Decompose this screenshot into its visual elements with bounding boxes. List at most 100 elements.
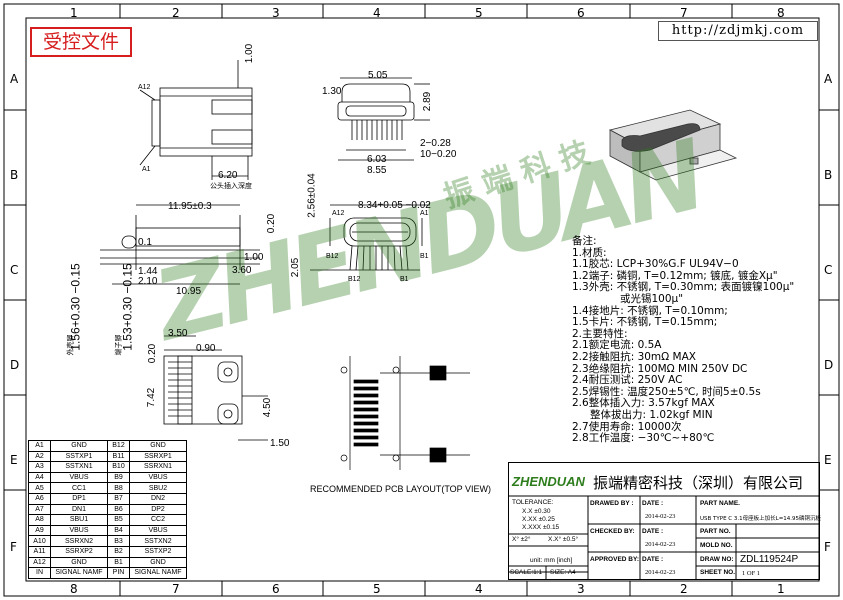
- zone-top-6: 6: [577, 6, 585, 20]
- dim-0-20-a: 0.20: [266, 213, 278, 234]
- pin-table-cell: A4: [28, 471, 51, 484]
- front-section: [310, 204, 430, 271]
- date2-value: 2014-02-23: [645, 541, 676, 548]
- zone-bottom-2: 2: [680, 582, 688, 596]
- pin-table-cell: A9: [28, 524, 51, 537]
- zone-top-8: 8: [777, 6, 785, 20]
- date3-value: 2014-02-23: [645, 569, 676, 576]
- tolerance-xxx: X.XXX ±0.15: [522, 524, 560, 531]
- label-b1-bottom: B1: [400, 276, 409, 283]
- tolerance-label: TOLERANCE:: [512, 499, 554, 506]
- zone-bottom-5: 5: [373, 582, 381, 596]
- date3-label: DATE :: [642, 556, 664, 563]
- note-line: 2.8工作温度: −30℃~+80℃: [572, 432, 715, 445]
- zone-top-3: 3: [272, 6, 280, 20]
- dim-2-10: 2.10: [138, 276, 158, 287]
- scale-label: SCALE:1:1: [510, 569, 543, 576]
- label-a12-top: A12: [138, 84, 151, 91]
- zone-left-e: E: [10, 453, 18, 467]
- mold-no-label: MOLD NO.: [700, 542, 733, 549]
- pin-table-cell: B8: [107, 482, 130, 494]
- zone-right-a: A: [824, 72, 833, 86]
- pin-table-cell: A1: [28, 440, 51, 452]
- dim-5-05: 5.05: [368, 70, 388, 81]
- dim-0-90: 0.90: [196, 343, 216, 354]
- zone-top-2: 2: [172, 6, 180, 20]
- sheet-no-value: 1 OF 1: [742, 570, 761, 577]
- dim-10-0-20: 10−0.20: [420, 149, 457, 160]
- label-terminal-leg: 端子脚: [114, 334, 123, 356]
- note-line: 2.1额定电流: 0.5A: [572, 339, 662, 352]
- label-a12-front: A12: [332, 210, 345, 217]
- pin-table-cell: VBUS: [50, 471, 108, 484]
- pin-table-cell: B11: [107, 450, 130, 463]
- pin-table-cell: IN: [28, 567, 51, 579]
- dim-4-50: 4.50: [262, 397, 274, 418]
- date1-label: DATE :: [642, 500, 664, 507]
- unit-label: unit: mm [inch]: [530, 557, 573, 564]
- dim-8-55: 8.55: [367, 165, 387, 176]
- pin-table-cell: DP1: [50, 492, 108, 505]
- zone-bottom-7: 7: [172, 582, 180, 596]
- dim-1-50: 1.50: [270, 438, 290, 449]
- pin-table-cell: PIN: [107, 567, 130, 579]
- pin-table-cell: SIGNAL NAMF: [129, 567, 187, 579]
- zone-top-4: 4: [373, 6, 381, 20]
- tolerance-x: X.X ±0.30: [522, 508, 551, 515]
- pin-table-cell: SBU1: [50, 514, 108, 526]
- dim-7-42: 7.42: [146, 387, 158, 408]
- note-line: 2.4耐压测试: 250V AC: [572, 374, 683, 387]
- date2-label: DATE :: [642, 528, 664, 535]
- draw-no-value: ZDL119524P: [740, 554, 799, 565]
- pcb-layout-label: RECOMMENDED PCB LAYOUT(TOP VIEW): [310, 484, 492, 494]
- zone-top-5: 5: [475, 6, 483, 20]
- controlled-document-stamp: 受控文件: [30, 27, 132, 57]
- zone-left-d: D: [10, 358, 20, 372]
- pin-table-cell: DN1: [50, 503, 108, 516]
- note-line: 2.主要特性:: [572, 327, 628, 340]
- label-shell-leg: 外壳脚: [66, 334, 75, 356]
- pin-table-cell: B10: [107, 461, 130, 473]
- dim-1-00: 1.00: [244, 43, 256, 64]
- zone-left-c: C: [10, 263, 19, 277]
- zone-right-c: C: [824, 263, 833, 277]
- pin-table-cell: SSTXN2: [129, 535, 187, 547]
- note-line: 1.3外壳: 不锈钢, T=0.30mm; 表面镀镍100μ": [572, 281, 795, 294]
- zone-top-7: 7: [680, 6, 688, 20]
- pin-table-cell: SSTXP1: [50, 450, 108, 463]
- website-url[interactable]: http://zdjmkj.com: [658, 21, 818, 41]
- pin-table-cell: A11: [28, 545, 51, 558]
- note-line: 1.1胶芯: LCP+30%G.F UL94V−0: [572, 258, 739, 271]
- zone-left-a: A: [10, 72, 19, 86]
- zone-bottom-4: 4: [475, 582, 483, 596]
- company-name: 振端精密科技（深圳）有限公司: [593, 474, 804, 492]
- dim-6-20: 6.20: [218, 170, 238, 181]
- bottom-view: [163, 335, 268, 441]
- pin-table-cell: SSRXN2: [50, 535, 108, 547]
- pin-table-cell: SSTXN1: [50, 461, 108, 473]
- pin-table-cell: SSRXP2: [50, 545, 108, 558]
- pin-table-cell: VBUS: [129, 524, 187, 537]
- note-line: 1.材质:: [572, 246, 607, 259]
- pin-table-cell: B5: [107, 514, 130, 526]
- note-line: 整体拔出力: 1.02kgf MIN: [590, 408, 713, 421]
- note-line: 2.5焊锡性: 温度250±5℃, 时间5±0.5s: [572, 385, 761, 398]
- part-no-label: PART NO.: [700, 528, 731, 535]
- date1-value: 2014-02-23: [645, 513, 676, 520]
- title-block-frame: [508, 462, 820, 580]
- tolerance-angle: X° ±2°: [512, 536, 531, 543]
- note-line: 2.2接触阻抗: 30mΩ MAX: [572, 350, 696, 363]
- pin-table-cell: SSTXP2: [129, 545, 187, 558]
- dim-3-50: 3.50: [168, 328, 188, 339]
- pin-table-cell: A12: [28, 556, 51, 569]
- dim-2-89: 2.89: [422, 91, 434, 112]
- dim-10-95: 10.95: [176, 286, 202, 297]
